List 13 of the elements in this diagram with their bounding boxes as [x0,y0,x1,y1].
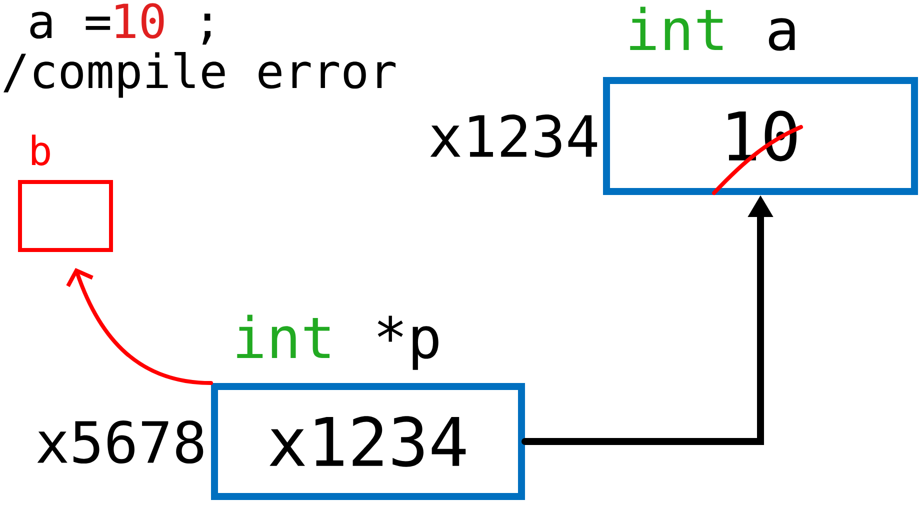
memory-box: x1234 [211,383,525,500]
type-label: int [630,6,723,50]
code-text: /compile error [4,52,396,98]
type-label: int [237,314,330,358]
code-text: 10 [116,3,164,39]
address-label: x1234 [430,114,598,158]
code-text: ; [202,14,210,45]
type-label: a [768,18,795,51]
code-text: a = [30,12,110,39]
type-label: b [32,134,50,166]
address-label: x5678 [37,420,204,464]
arrow [66,268,213,385]
type-label: *p [378,316,438,370]
